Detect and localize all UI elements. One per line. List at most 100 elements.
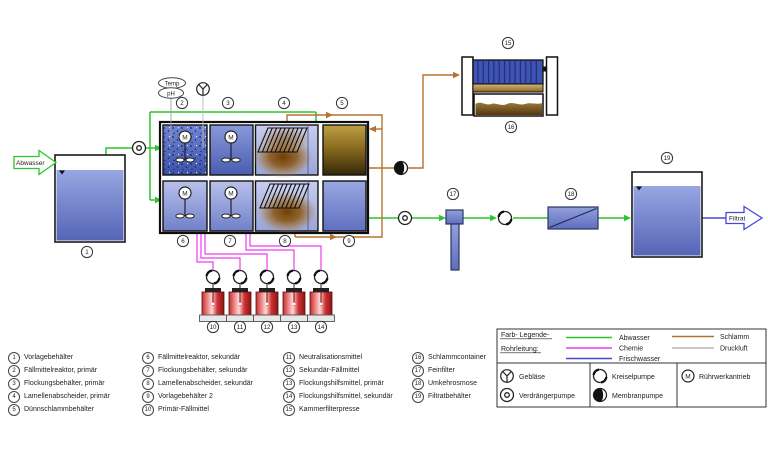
tank-vorlagebehaelter-1 xyxy=(54,154,126,243)
water-level-marker xyxy=(59,170,65,175)
legend-number-badge: 11 xyxy=(283,351,295,364)
svg-text:Temp: Temp xyxy=(165,81,180,87)
color-legend-subtitle: Rohrleitung: xyxy=(501,346,539,353)
filtrat-outlet-arrow: Filtrat xyxy=(725,205,764,231)
svg-text:Membranpumpe: Membranpumpe xyxy=(612,393,663,400)
chamber-9-vorlagebehaelter-2 xyxy=(322,180,367,232)
svg-text:Gebläse: Gebläse xyxy=(519,374,545,381)
svg-text:Chemie: Chemie xyxy=(619,346,643,353)
ro-feed-pump xyxy=(497,210,513,226)
color-legend-title: Farb- Legende- xyxy=(501,332,550,339)
sludge-container xyxy=(473,93,544,117)
legend-number-badge: 14 xyxy=(283,390,295,403)
svg-text:13: 13 xyxy=(291,324,298,331)
dosing-stations xyxy=(199,269,335,322)
svg-text:Rührwerkantrieb: Rührwerkantrieb xyxy=(699,374,750,381)
legend-number-badge: 7 xyxy=(142,364,154,377)
svg-text:12: 12 xyxy=(264,324,271,331)
svg-text:Schlamm: Schlamm xyxy=(720,334,749,341)
chamber-8-lamellenabscheider-sekundaer xyxy=(254,180,319,233)
number-badges: 1 2 3 4 5 6 7 8 9 10 11 12 13 14 15 16 1… xyxy=(80,36,674,334)
chamber-4-lamellenabscheider-primaer xyxy=(253,124,319,178)
legend-number-badge: 1 xyxy=(8,351,20,364)
legend-number-badge: 10 xyxy=(142,403,154,416)
legend-number-badge: 6 xyxy=(142,351,154,364)
feed-pump xyxy=(131,140,147,156)
legend-number-badge: 9 xyxy=(142,390,154,403)
svg-text:Filtrat: Filtrat xyxy=(729,216,745,223)
pipes-schlamm-arrows xyxy=(326,71,460,241)
chemical-containers xyxy=(199,288,335,322)
chamber-5-duennschlammbehaelter xyxy=(322,124,367,176)
lamella-pack-primary xyxy=(257,127,308,153)
svg-text:10: 10 xyxy=(210,324,217,331)
legend-number-badge: 16 xyxy=(412,351,424,364)
fine-filter xyxy=(445,209,464,271)
legend-number-badge: 8 xyxy=(142,377,154,390)
blower xyxy=(196,82,210,96)
svg-text:16: 16 xyxy=(508,124,515,131)
svg-text:Kreiselpumpe: Kreiselpumpe xyxy=(612,374,655,381)
ph-sensor: pH xyxy=(158,87,184,99)
legend-number-badge: 17 xyxy=(412,364,424,377)
svg-text:Verdrängerpumpe: Verdrängerpumpe xyxy=(519,393,575,400)
svg-text:5: 5 xyxy=(340,100,344,107)
legend-number-badge: 5 xyxy=(8,403,20,416)
legend-number-badge: 15 xyxy=(283,403,295,416)
svg-text:17: 17 xyxy=(450,191,457,198)
sensor-lines xyxy=(170,95,204,148)
svg-text:Frischwasser: Frischwasser xyxy=(619,356,661,363)
svg-text:2: 2 xyxy=(180,100,184,107)
svg-text:11: 11 xyxy=(237,324,244,331)
svg-text:14: 14 xyxy=(318,324,325,331)
svg-text:3: 3 xyxy=(226,100,230,107)
legend-number-badge: 19 xyxy=(412,390,424,403)
svg-text:9: 9 xyxy=(347,238,351,245)
svg-text:18: 18 xyxy=(568,191,575,198)
reverse-osmosis-unit xyxy=(547,206,599,230)
svg-text:8: 8 xyxy=(283,238,287,245)
abwasser-inlet-arrow: Abwasser xyxy=(13,149,58,176)
pipes-abwasser-arrows xyxy=(155,144,631,222)
lamella-pack-secondary xyxy=(259,183,310,209)
svg-text:7: 7 xyxy=(228,238,232,245)
transfer-pump xyxy=(397,210,413,226)
legend-number-badge: 4 xyxy=(8,390,20,403)
svg-text:15: 15 xyxy=(505,40,512,47)
temp-sensor: Temp xyxy=(158,77,186,89)
legend-number-badge: 13 xyxy=(283,377,295,390)
dosing-pumps xyxy=(205,269,329,285)
legend-number-badge: 2 xyxy=(8,364,20,377)
chamber-filter-press xyxy=(461,56,559,116)
svg-text:4: 4 xyxy=(282,100,286,107)
svg-text:1: 1 xyxy=(85,249,89,256)
legend-number-badge: 18 xyxy=(412,377,424,390)
svg-text:pH: pH xyxy=(167,91,175,97)
svg-text:Abwasser: Abwasser xyxy=(16,160,45,167)
legend-number-badge: 3 xyxy=(8,377,20,390)
svg-text:Druckluft: Druckluft xyxy=(720,346,748,353)
svg-text:6: 6 xyxy=(181,238,185,245)
